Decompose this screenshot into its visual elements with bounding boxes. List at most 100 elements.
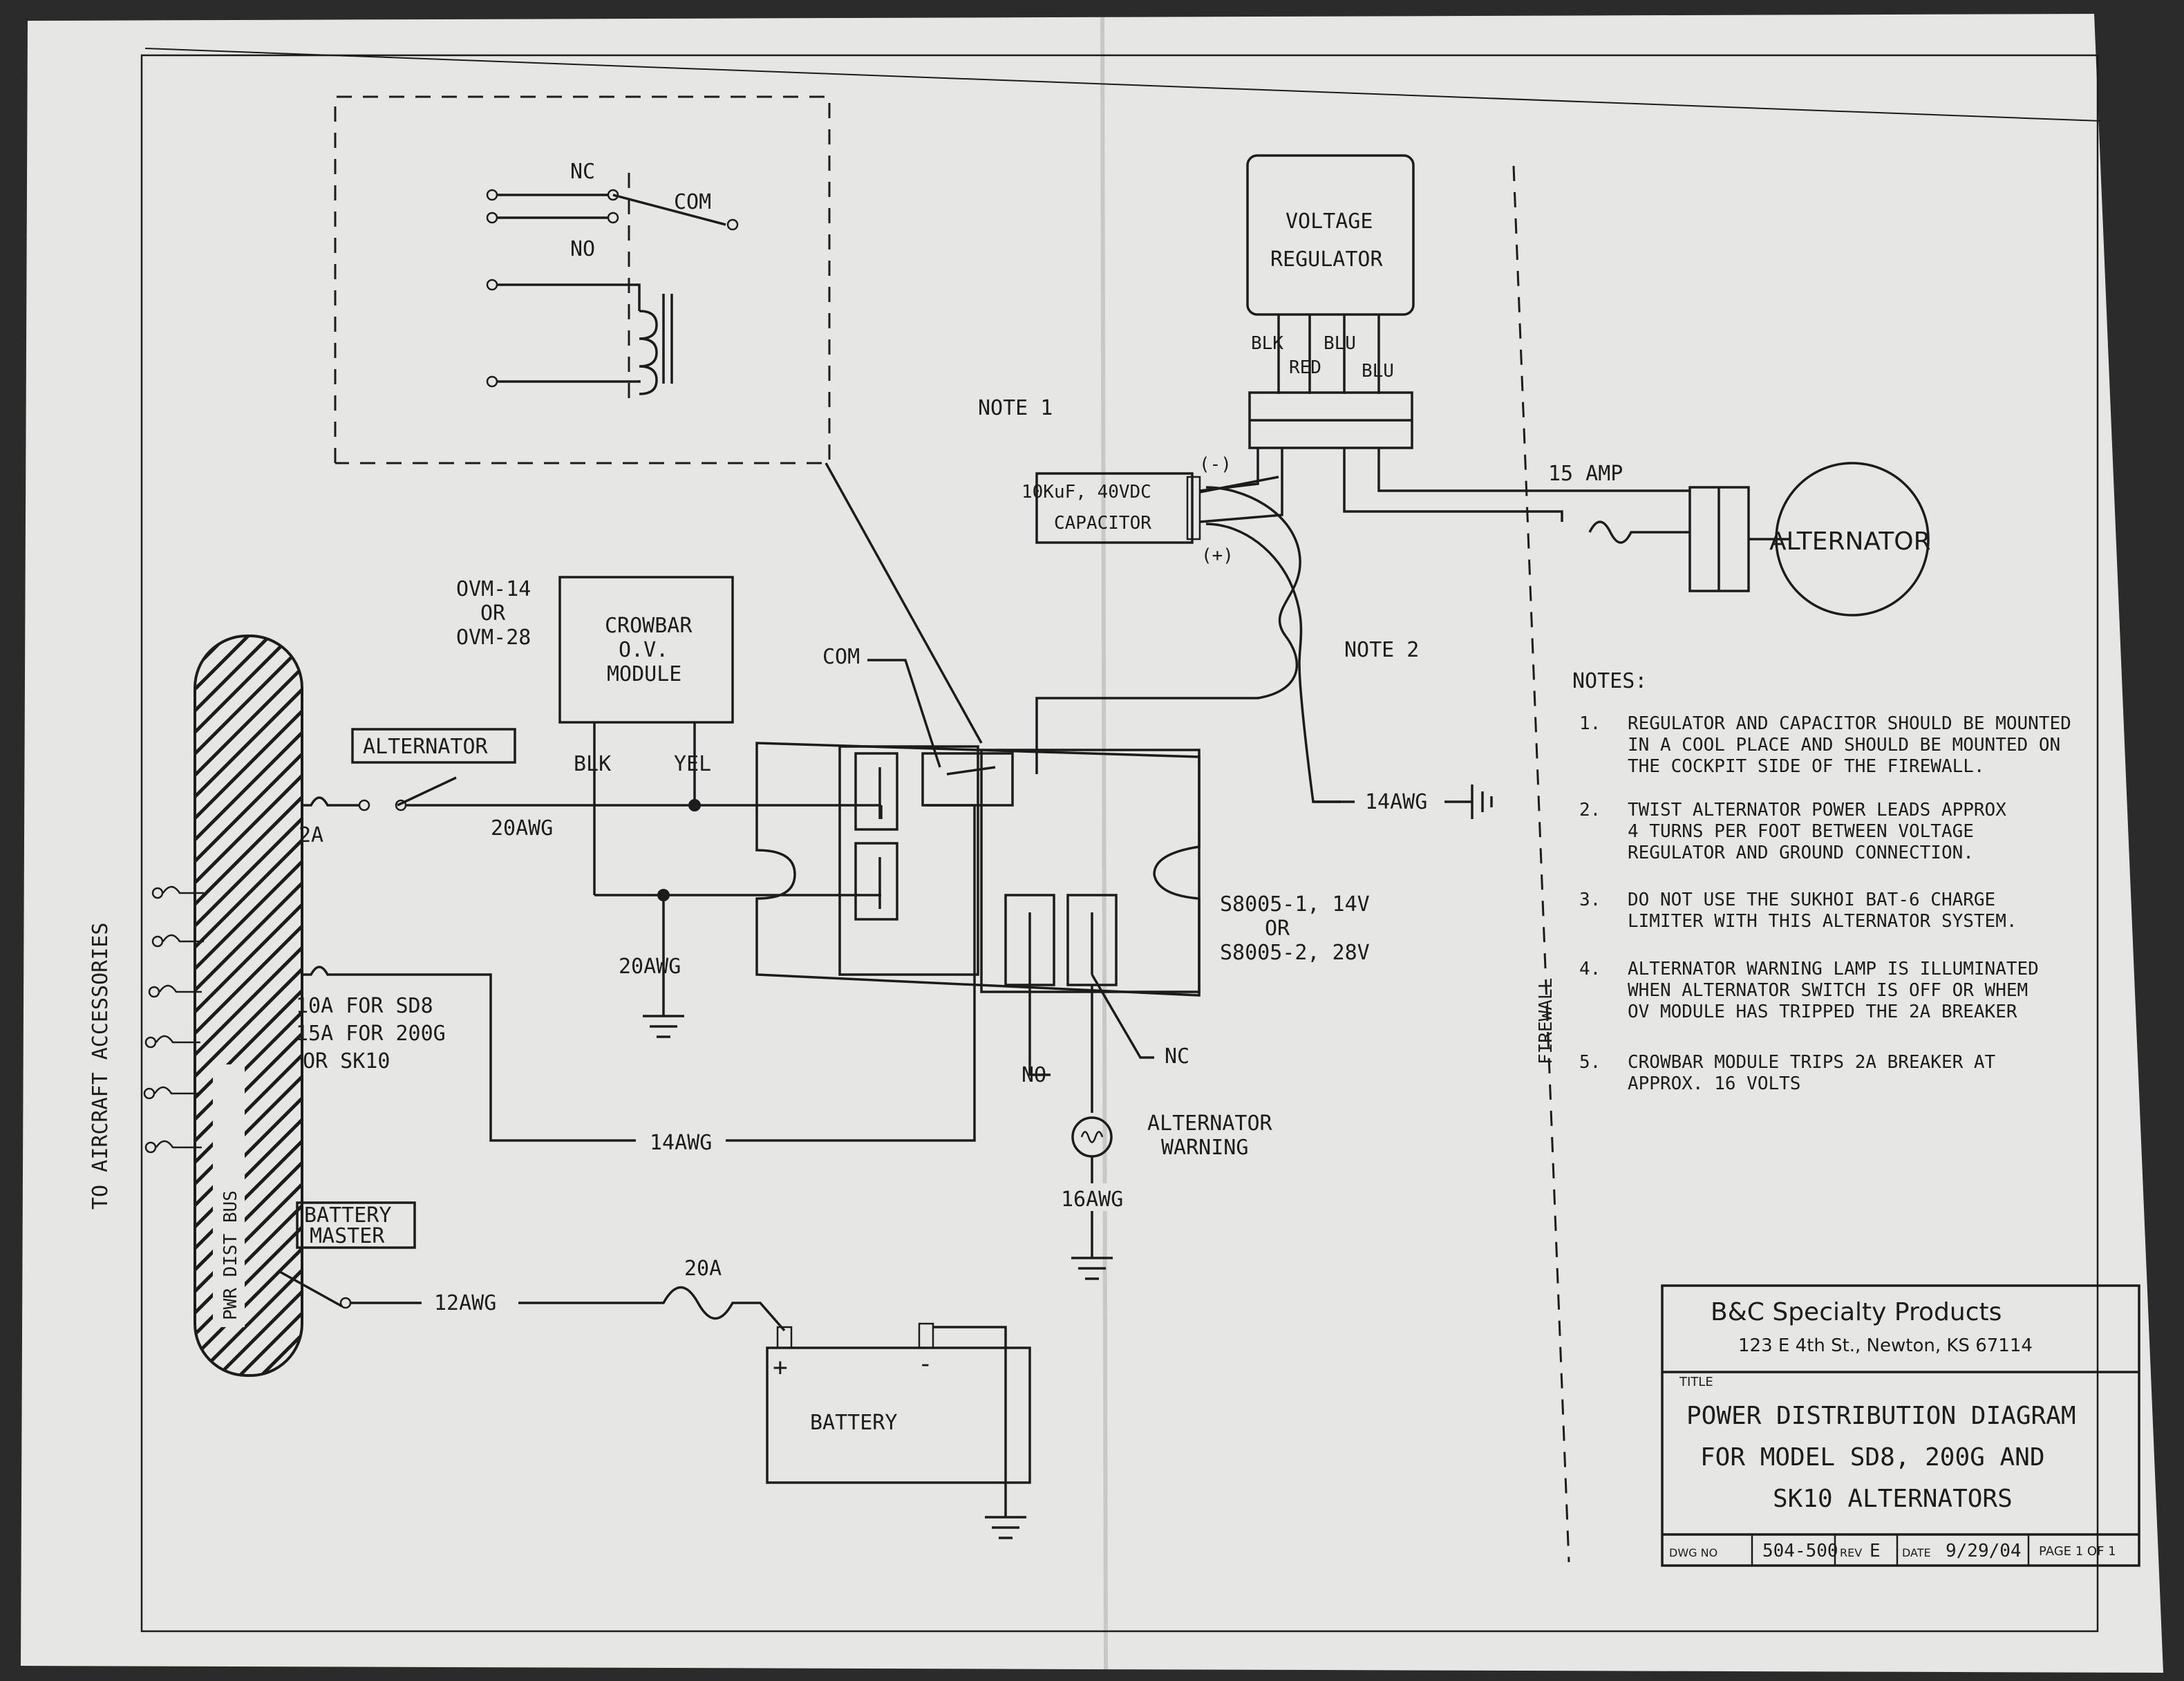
accessory-breakers [143,885,204,1154]
svg-text:TITLE: TITLE [1679,1375,1713,1389]
svg-text:BLK: BLK [574,752,611,776]
alternator-switch-box [351,728,516,764]
note-3-line: DO NOT USE THE SUKHOI BAT-6 CHARGE [1628,890,1995,910]
svg-text:(-): (-) [1199,454,1232,475]
svg-text:BLK: BLK [1251,333,1283,354]
svg-text:VOLTAGE: VOLTAGE [1286,209,1373,234]
bus-label: PWR DIST BUS [220,1190,241,1320]
fuse-20a-label: 20A [684,1257,722,1281]
contactor-no-label: NO [1022,1063,1046,1087]
note-2-line: 4 TURNS PER FOOT BETWEEN VOLTAGE [1628,821,1974,842]
svg-text:BATTERY: BATTERY [810,1411,897,1435]
company-name: B&C Specialty Products [1711,1298,2002,1326]
svg-text:MASTER: MASTER [310,1224,385,1248]
note1-label: NOTE 1 [978,396,1053,420]
note-2-line: TWIST ALTERNATOR POWER LEADS APPROX [1628,800,2006,820]
note-4-number: 4. [1579,959,1601,979]
svg-text:(+): (+) [1201,545,1234,566]
svg-text:10A FOR SD8: 10A FOR SD8 [296,994,433,1018]
relay-nc-label: NC [570,160,595,184]
note-3-number: 3. [1579,890,1601,910]
alternator-label: ALTERNATOR [1769,527,1931,556]
svg-text:O.V.: O.V. [619,638,668,662]
svg-text:+: + [773,1353,788,1382]
svg-text:OR SK10: OR SK10 [303,1049,390,1073]
wire-2a-label: 2A [299,823,323,847]
firewall-line [1512,165,1570,1563]
svg-text:REGULATOR: REGULATOR [1270,247,1383,272]
com-label: COM [822,645,860,669]
svg-text:OVM-14: OVM-14 [456,577,531,601]
date-value: 9/29/04 [1946,1541,2022,1561]
svg-text:DWG NO: DWG NO [1669,1546,1717,1559]
title-line-3: SK10 ALTERNATORS [1773,1485,2013,1513]
firewall-label: FIREWALL [1536,978,1556,1064]
paper-sheet [21,14,2163,1673]
company-address: 123 E 4th St., Newton, KS 67114 [1738,1335,2033,1356]
page-value: PAGE 1 OF 1 [2039,1544,2116,1559]
fuse-15-amp-label: 15 AMP [1548,462,1623,486]
svg-text:OR: OR [1265,917,1290,941]
svg-text:YEL: YEL [674,752,711,776]
svg-text:ALTERNATOR: ALTERNATOR [1147,1111,1273,1136]
battery-master-box [296,1201,416,1249]
svg-text:BLU: BLU [1324,333,1356,354]
svg-text:OVM-28: OVM-28 [456,626,531,650]
svg-text:CROWBAR: CROWBAR [605,614,693,638]
capacitor: 10KuF, 40VDC CAPACITOR (-) (+) [1022,454,1234,566]
contactor-nc-label: NC [1165,1044,1189,1069]
svg-text:15A FOR 200G: 15A FOR 200G [296,1022,446,1046]
note-2-line: REGULATOR AND GROUND CONNECTION. [1628,843,1974,863]
title-line-1: POWER DISTRIBUTION DIAGRAM [1686,1402,2076,1430]
alternator-switch-label: ALTERNATOR [363,735,489,759]
note-1-line: REGULATOR AND CAPACITOR SHOULD BE MOUNTE… [1628,713,2071,734]
wire-20awg-alt: 20AWG [491,816,553,840]
note-1-line: THE COCKPIT SIDE OF THE FIREWALL. [1628,756,1985,777]
notes-block: NOTES: 1. REGULATOR AND CAPACITOR SHOULD … [1572,669,2071,1094]
battery: + - BATTERY [766,1322,1031,1484]
svg-text:BLU: BLU [1362,361,1394,382]
svg-text:S8005-2, 28V: S8005-2, 28V [1220,941,1370,965]
svg-text:REV: REV [1840,1546,1862,1559]
note2-label: NOTE 2 [1344,638,1419,662]
note-4-line: ALTERNATOR WARNING LAMP IS ILLUMINATED [1628,959,2039,979]
note-4-line: WHEN ALTERNATOR SWITCH IS OFF OR WHEM [1628,980,2028,1001]
svg-text:RED: RED [1289,357,1321,378]
title-line-2: FOR MODEL SD8, 200G AND [1700,1443,2045,1472]
wire-14awg-ground: 14AWG [1365,790,1427,814]
aircraft-accessories-label: TO AIRCRAFT ACCESSORIES [88,923,113,1210]
relay-com-label: COM [674,190,711,214]
note-2-number: 2. [1579,800,1601,820]
svg-text:DATE: DATE [1902,1546,1931,1559]
svg-text:OR: OR [480,601,506,626]
svg-text:S8005-1, 14V: S8005-1, 14V [1220,892,1370,917]
dwg-number: 504-500 [1762,1541,1838,1561]
rev-value: E [1870,1541,1881,1561]
svg-text:MODULE: MODULE [607,662,681,686]
pwr-dist-bus [194,635,303,1377]
svg-text:-: - [918,1350,933,1378]
note-5-line: APPROX. 16 VOLTS [1628,1073,1800,1094]
wire-14awg-label: 14AWG [650,1131,712,1155]
svg-text:10KuF, 40VDC: 10KuF, 40VDC [1022,482,1151,503]
voltage-regulator: VOLTAGE REGULATOR BLK BLU RED BLU [1246,154,1415,449]
relay-no-label: NO [570,237,595,261]
wire-20awg-ground: 20AWG [619,955,681,979]
svg-text:BATTERY: BATTERY [304,1203,391,1228]
note-4-line: OV MODULE HAS TRIPPED THE 2A BREAKER [1628,1002,2017,1022]
svg-text:CAPACITOR: CAPACITOR [1054,513,1151,534]
note-3-line: LIMITER WITH THIS ALTERNATOR SYSTEM. [1628,911,2017,932]
note-1-line: IN A COOL PLACE AND SHOULD BE MOUNTED ON [1628,735,2060,755]
wire-16awg-label: 16AWG [1061,1187,1123,1212]
note-5-number: 5. [1579,1052,1601,1073]
relay-box: NC COM NO [334,95,831,464]
alternator-symbol [1775,462,1930,617]
svg-text:WARNING: WARNING [1161,1136,1248,1160]
title-block: B&C Specialty Products 123 E 4th St., Ne… [1661,1284,2140,1567]
note-1-number: 1. [1579,713,1601,734]
notes-heading: NOTES: [1572,669,1647,693]
note-5-line: CROWBAR MODULE TRIPS 2A BREAKER AT [1628,1052,1996,1073]
wire-12awg-label: 12AWG [434,1291,496,1315]
crowbar-ov-module: OVM-14 OR OVM-28 CROWBAR O.V. MODULE BLK… [456,576,734,776]
